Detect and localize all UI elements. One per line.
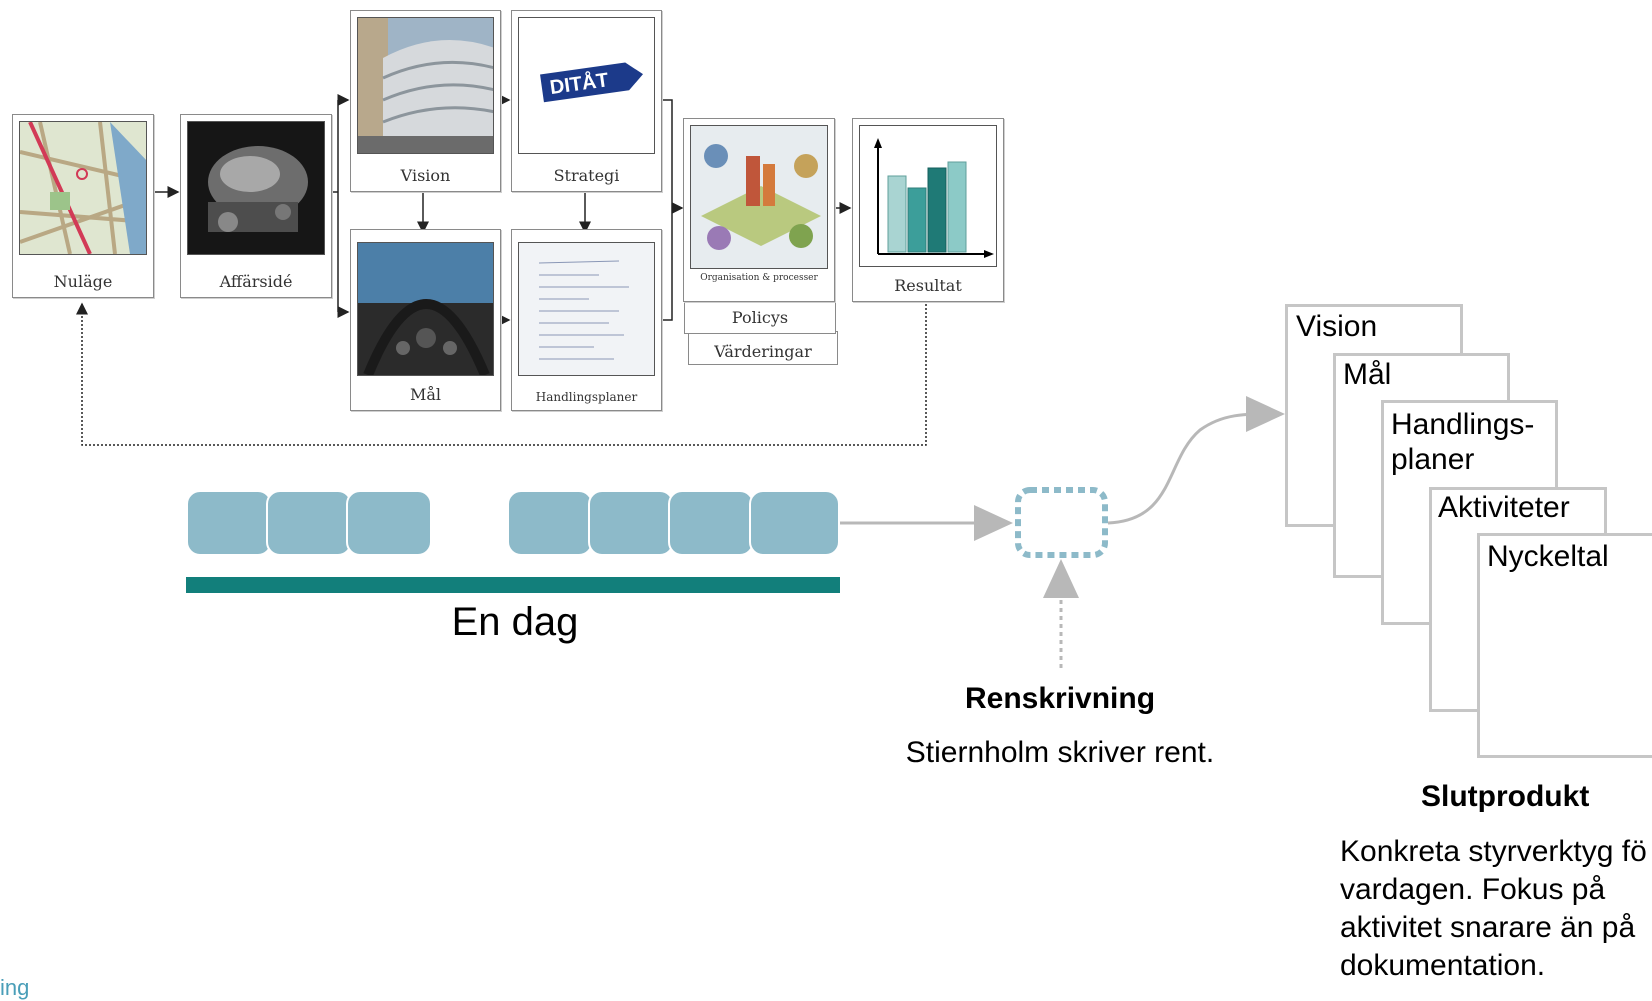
card-handlingsplaner: Handlingsplaner [511, 229, 662, 411]
card-organisation: Organisation & processer [683, 118, 835, 302]
day-segment [668, 490, 754, 556]
policys-text: Policys [731, 308, 789, 327]
day-segment [186, 490, 272, 556]
card-strategi: DITÅT Strategi [511, 10, 662, 192]
day-segment [588, 490, 674, 556]
card-caption: Affärsidé [219, 272, 293, 291]
card-resultat: Resultat [852, 118, 1004, 302]
timeline-bar [186, 577, 840, 593]
sign-image: DITÅT [518, 17, 655, 154]
card-caption: Strategi [553, 166, 620, 185]
day-segment [749, 490, 840, 556]
doc-handlingsplaner-label: Handlings- planer [1391, 408, 1535, 476]
notes-image [518, 242, 655, 376]
doc-vision-label: Vision [1296, 310, 1378, 343]
building-image [357, 17, 494, 154]
varderingar-text: Värderingar [714, 342, 812, 361]
card-vision: Vision [350, 10, 501, 192]
card-caption: Nuläge [53, 272, 113, 291]
map-image [19, 121, 147, 255]
day-segment [507, 490, 593, 556]
slutprodukt-title: Slutprodukt [1421, 780, 1590, 813]
renskrivning-placeholder [1015, 487, 1108, 558]
cockpit-image [357, 242, 494, 376]
organisation-image [690, 125, 828, 269]
label-policys: Policys [684, 300, 836, 334]
resultat-chart [859, 125, 997, 267]
card-caption: Organisation & processer [700, 273, 818, 283]
day-segment [346, 490, 432, 556]
card-caption: Vision [400, 166, 451, 185]
footer-text: ing [0, 975, 30, 1000]
doc-mal-label: Mål [1343, 358, 1392, 391]
doc-nyckeltal [1477, 533, 1652, 758]
renskrivning-text: Stiernholm skriver rent. [905, 736, 1215, 769]
doc-aktiviteter-label: Aktiviteter [1438, 491, 1570, 524]
card-caption: Handlingsplaner [535, 390, 638, 404]
day-segment [266, 490, 352, 556]
renskrivning-title: Renskrivning [964, 682, 1156, 715]
label-varderingar: Värderingar [688, 331, 838, 365]
card-caption: Mål [409, 385, 442, 404]
card-caption: Resultat [894, 276, 962, 295]
doc-nyckeltal-label: Nyckeltal [1487, 540, 1609, 573]
timeline-label: En dag [451, 600, 579, 644]
card-nulage: Nuläge [12, 114, 154, 298]
engine-image [187, 121, 325, 255]
card-mal: Mål [350, 229, 501, 411]
slutprodukt-text: Konkreta styrverktyg fö vardagen. Fokus … [1340, 835, 1647, 982]
card-affarside: Affärsidé [180, 114, 332, 298]
